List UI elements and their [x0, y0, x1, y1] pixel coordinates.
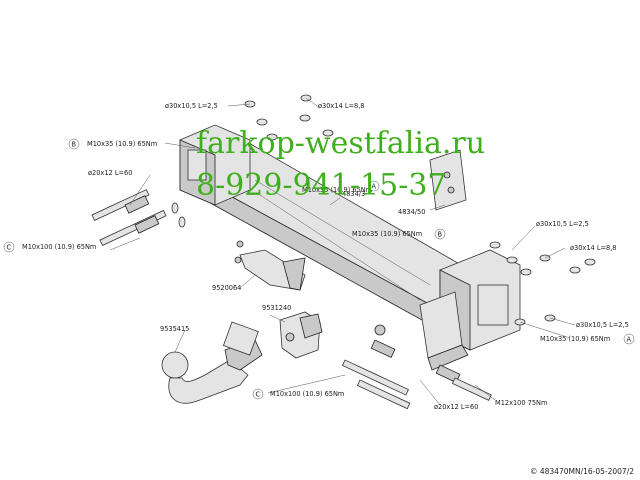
label-spacer-left: ø20x12 L=60	[88, 169, 132, 177]
washer-left-2	[178, 216, 186, 228]
socket-mounting-plate	[234, 240, 306, 291]
label-spacer-bottom: ø20x12 L=60	[434, 403, 478, 411]
label-bolt-a-right: M10x35 (10.9) 65Nm	[540, 335, 610, 343]
label-bolt-bottom-right: M12x100 75Nm	[495, 399, 547, 407]
svg-text:C: C	[256, 391, 261, 399]
washer-left-1	[171, 202, 179, 214]
label-washer-top-mid: ø30x14 L=8,8	[318, 102, 365, 110]
bolt-left-2	[99, 209, 167, 246]
marker-c-left: C	[3, 241, 15, 253]
svg-text:B: B	[438, 231, 443, 239]
washer-top-2	[256, 118, 268, 126]
bottom-fasteners	[341, 324, 492, 410]
spacer-left-2	[134, 215, 160, 234]
label-plate-right: 4834/50	[398, 208, 425, 216]
leader-lines	[109, 97, 576, 406]
marker-a-right: A	[623, 333, 635, 345]
left-fasteners	[91, 94, 334, 246]
marker-a-top: A	[368, 180, 380, 192]
svg-text:B: B	[72, 141, 77, 149]
label-bolt-b-left: M10x35 (10.9) 65Nm	[87, 140, 157, 148]
label-washer-right-mid: ø30x14 L=8,8	[570, 244, 617, 252]
left-mounting-bracket	[179, 124, 251, 206]
label-bolt-c-left: M10x100 (10.9) 65Nm	[22, 243, 96, 251]
washer-top-3	[266, 133, 278, 141]
washer-top-5	[322, 129, 334, 137]
label-washer-right-top: ø30x10,5 L=2,5	[536, 220, 589, 228]
spacer-left-1	[124, 195, 150, 214]
label-bolt-b-centre: M10x35 (10.9) 65Nm	[352, 230, 422, 238]
label-washer-top-left: ø30x10,5 L=2,5	[165, 102, 218, 110]
marker-b-centre: B	[434, 228, 446, 240]
marker-c-bottom: C	[252, 388, 264, 400]
label-ball: 9535415	[160, 325, 189, 333]
watermark-domain: farkop-westfalia.ru	[196, 126, 486, 161]
label-socket-plate: 9520064	[212, 284, 241, 292]
svg-text:C: C	[7, 244, 12, 252]
svg-text:A: A	[627, 336, 632, 344]
label-washer-right-low: ø30x10,5 L=2,5	[576, 321, 629, 329]
callouts: ø30x10,5 L=2,5 ø30x14 L=8,8 M10x35 (10.9…	[22, 102, 629, 411]
bolt-left-1	[91, 189, 150, 221]
watermark-phone: 8-929-941-15-37	[196, 168, 447, 203]
label-socket: 9531240	[262, 304, 291, 312]
label-obscured-callout: M10x35 (10.9) 65Nm	[302, 186, 372, 194]
label-plate-left: 4834/3	[342, 190, 365, 198]
marker-b-left: B	[68, 138, 80, 150]
tow-ball-neck	[161, 321, 263, 404]
electric-socket	[279, 311, 323, 359]
receiver-plate	[419, 291, 469, 371]
svg-text:A: A	[372, 183, 377, 191]
washer-top-4	[299, 114, 311, 122]
label-bolt-c-bottom: M10x100 (10.9) 65Nm	[270, 390, 344, 398]
side-plate	[429, 149, 467, 211]
copyright-note: © 483470MN/16-05-2007/2	[529, 467, 634, 476]
